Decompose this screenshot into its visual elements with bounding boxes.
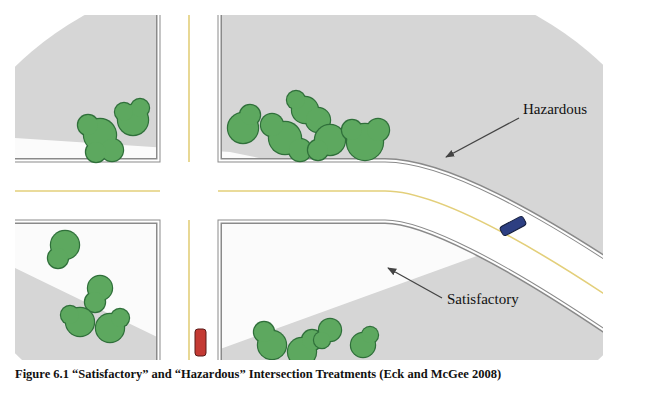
tree xyxy=(313,318,342,349)
tree-canopy xyxy=(61,306,79,324)
figure-caption: Figure 6.1 “Satisfactory” and “Hazardous… xyxy=(15,367,501,382)
tree xyxy=(84,275,113,313)
tree xyxy=(341,118,390,161)
tree-canopy xyxy=(48,248,68,268)
center-line xyxy=(218,191,603,318)
center-line xyxy=(188,220,190,360)
intersection-pavement xyxy=(161,163,217,219)
center-line xyxy=(15,190,160,192)
tree-canopy xyxy=(314,332,330,348)
tree-canopy xyxy=(111,309,129,327)
road-edge xyxy=(15,191,603,318)
road-edge xyxy=(160,15,219,360)
center-line xyxy=(188,15,190,162)
tree-canopy xyxy=(367,119,389,141)
road-edge xyxy=(15,191,603,318)
tree xyxy=(95,308,130,343)
road-edge xyxy=(158,15,221,360)
tree-canopy xyxy=(342,120,362,140)
leader-line xyxy=(446,118,519,157)
road-edge xyxy=(15,191,603,318)
tree-canopy xyxy=(85,292,105,312)
tree-canopy xyxy=(287,91,305,109)
tree-canopy xyxy=(261,114,283,136)
tree-canopy xyxy=(240,105,260,125)
tree xyxy=(47,230,80,269)
red-car xyxy=(195,329,206,356)
tree xyxy=(253,321,287,360)
leader-line xyxy=(388,268,442,298)
tree-canopy xyxy=(78,115,98,135)
callout-label: Hazardous xyxy=(523,101,587,118)
tree xyxy=(114,98,150,136)
road-edge xyxy=(161,15,218,360)
illustration-group xyxy=(15,15,603,360)
tree-canopy xyxy=(362,327,378,343)
tree-canopy xyxy=(308,140,328,160)
ground-area xyxy=(15,15,603,360)
blue-car xyxy=(499,215,527,236)
tree xyxy=(350,326,379,358)
road-edge xyxy=(156,15,222,360)
tree xyxy=(60,305,95,337)
tree-canopy xyxy=(86,142,106,162)
road-edge xyxy=(15,191,603,318)
tree xyxy=(307,124,346,161)
tree-canopy xyxy=(131,99,149,117)
tree-canopy xyxy=(115,103,133,121)
tree-canopy xyxy=(254,322,274,342)
callout-label: Satisfactory xyxy=(447,291,519,308)
tree xyxy=(227,104,261,144)
